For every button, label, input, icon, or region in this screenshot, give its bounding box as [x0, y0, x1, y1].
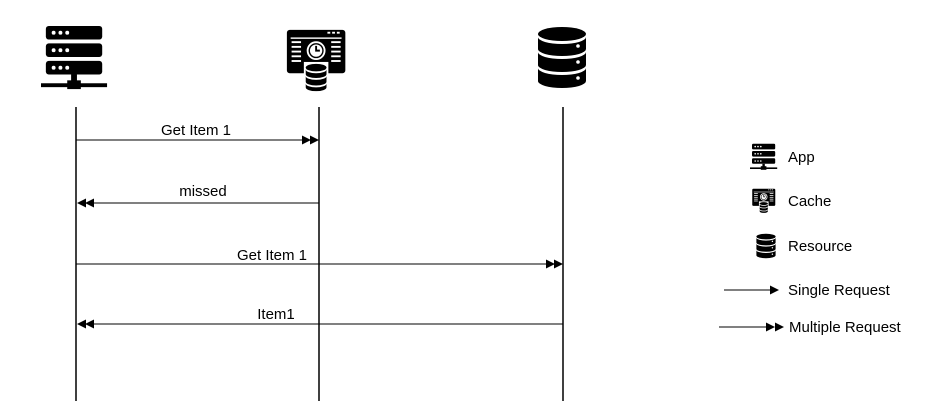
legend-single-arrow	[724, 285, 779, 295]
legend-cache-icon	[751, 188, 776, 214]
message-get-item-resource: Get Item 1	[76, 247, 563, 269]
legend-multiple-label: Multiple Request	[789, 319, 902, 336]
message-missed: missed	[77, 183, 319, 208]
message-label: missed	[179, 183, 227, 200]
legend-single-label: Single Request	[788, 282, 891, 299]
message-label: Get Item 1	[161, 122, 231, 139]
message-item1: Item1	[77, 306, 563, 329]
legend: App Cache Resource Single Request Multip…	[719, 143, 902, 336]
message-label: Item1	[257, 306, 295, 323]
legend-app-label: App	[788, 149, 815, 166]
app-server-icon	[41, 25, 108, 90]
legend-multiple-arrow	[719, 322, 784, 332]
message-get-item-cache: Get Item 1	[76, 122, 319, 145]
cache-icon	[285, 28, 347, 93]
legend-resource-label: Resource	[788, 238, 852, 255]
legend-cache-label: Cache	[788, 193, 831, 210]
legend-resource-icon	[756, 233, 776, 259]
resource-database-icon	[538, 27, 586, 88]
legend-app-icon	[750, 143, 778, 170]
message-label: Get Item 1	[237, 247, 307, 264]
